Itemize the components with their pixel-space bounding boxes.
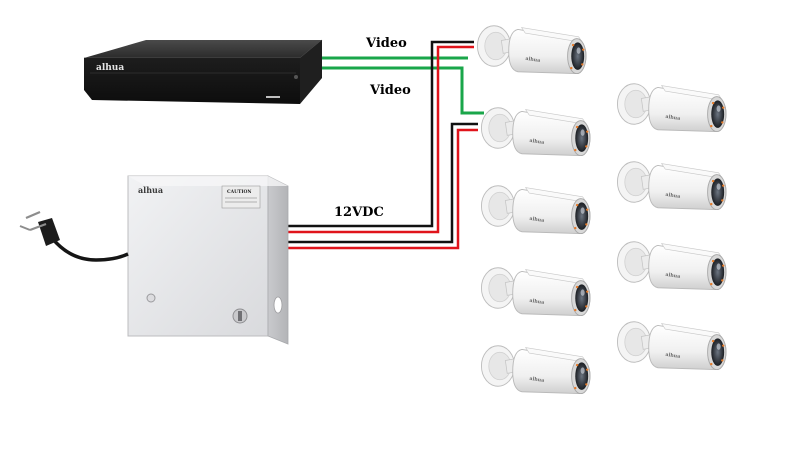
dvr-usb-port-icon: [266, 96, 280, 98]
power-supply-box: alhua CAUTION: [127, 175, 289, 345]
power-positive-wire-2: [288, 128, 478, 250]
power-cord: [50, 236, 129, 262]
psu-caution-text: CAUTION: [227, 189, 251, 195]
camera-cam-6: [616, 83, 727, 133]
video-label-bottom: Video: [369, 83, 411, 98]
power-negative-wire-2: [288, 122, 478, 244]
dvr-recorder: alhua: [84, 39, 323, 104]
camera-cam-7: [616, 161, 727, 211]
camera-cam-2: [480, 107, 591, 157]
wiring: [288, 40, 484, 250]
psu-indicator-light-icon: [146, 293, 156, 303]
camera-cam-5: [480, 345, 591, 395]
camera-cam-4: [480, 267, 591, 317]
video-label-top: Video: [365, 36, 407, 51]
camera-cam-1: [476, 25, 587, 75]
psu-caution-sticker: [221, 185, 261, 209]
dvr-power-led-icon: [294, 75, 298, 79]
video-wire-2: [318, 66, 484, 115]
camera-cam-8: [616, 241, 727, 291]
psu-brand-logo: alhua: [138, 185, 163, 195]
psu-side-knockout-icon: [273, 296, 283, 314]
power-label: 12VDC: [334, 205, 384, 220]
camera-cam-3: [480, 185, 591, 235]
camera-cam-9: [616, 321, 727, 371]
power-positive-wire-1: [288, 45, 474, 234]
ac-power-plug: [19, 210, 129, 262]
dvr-brand-logo: alhua: [96, 63, 124, 73]
power-negative-wire-1: [288, 40, 474, 228]
